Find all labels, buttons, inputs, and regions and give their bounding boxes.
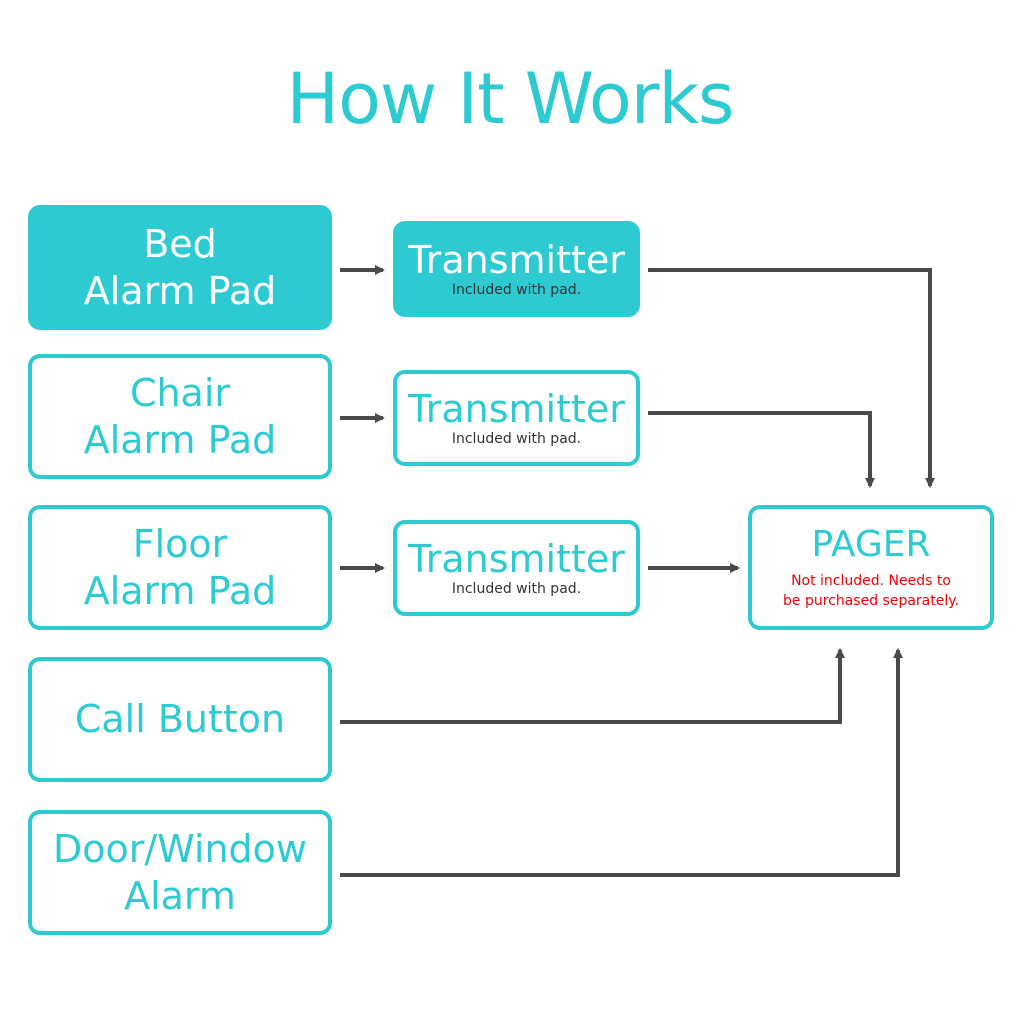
chair-alarm-pad-box: Chair Alarm Pad [28,354,332,479]
bed-alarm-pad-box: Bed Alarm Pad [28,205,332,330]
transmitter-bed-note: Included with pad. [451,282,582,298]
chair-alarm-pad-label: Chair Alarm Pad [83,370,277,462]
door-window-alarm-box: Door/Window Alarm [28,810,332,935]
pager-note: Not included. Needs to be purchased sepa… [783,572,959,609]
floor-alarm-pad-label: Floor Alarm Pad [83,521,277,613]
transmitter-chair-box: Transmitter Included with pad. [393,370,640,466]
transmitter-chair-label: Transmitter [408,387,625,431]
arrow-door-window-to-pager [340,648,903,877]
pager-box: PAGER Not included. Needs to be purchase… [748,505,994,630]
page-title: How It Works [286,58,734,140]
arrow-transmitter-chair-to-pager [648,411,875,488]
arrow-call-button-to-pager [340,648,845,724]
transmitter-chair-note: Included with pad. [451,431,582,447]
transmitter-floor-box: Transmitter Included with pad. [393,520,640,616]
transmitter-floor-note: Included with pad. [451,581,582,597]
call-button-label: Call Button [74,697,286,741]
transmitter-floor-label: Transmitter [408,537,625,581]
door-window-alarm-label: Door/Window Alarm [52,826,307,918]
pager-label: PAGER [811,523,931,565]
bed-alarm-pad-label: Bed Alarm Pad [83,221,277,313]
call-button-box: Call Button [28,657,332,782]
arrow-transmitter-bed-to-pager [648,268,935,488]
floor-alarm-pad-box: Floor Alarm Pad [28,505,332,630]
transmitter-bed-box: Transmitter Included with pad. [393,221,640,317]
transmitter-bed-label: Transmitter [408,238,625,282]
